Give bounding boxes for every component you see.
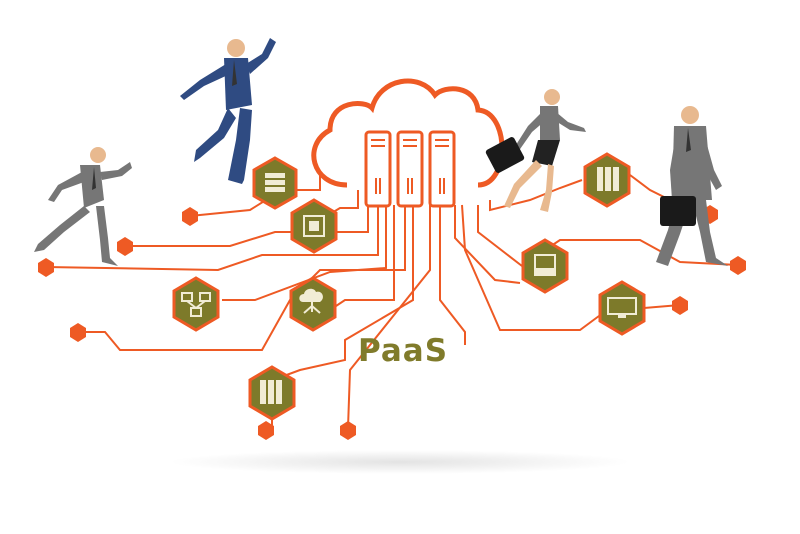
- cloud-drive-icon: [521, 238, 569, 294]
- walking-businessman: [656, 106, 728, 266]
- circuit-lines: [45, 174, 739, 431]
- running-businesswoman: [485, 89, 586, 212]
- storage-icon: [248, 365, 296, 421]
- server-rack-1: [364, 130, 392, 208]
- server-racks: [364, 130, 456, 208]
- jumping-businessman: [180, 38, 276, 184]
- monitor-cloud-icon: [598, 280, 646, 336]
- server-icon: [252, 156, 298, 210]
- network-icon: [172, 276, 220, 332]
- cloud-network-icon: [289, 276, 337, 332]
- server-rack-2: [396, 130, 424, 208]
- running-businessman: [34, 147, 132, 266]
- floor-shadow: [170, 450, 630, 474]
- server-rack-3: [428, 130, 456, 208]
- circuit-end-nodes: [38, 205, 746, 440]
- database-icon: [583, 152, 631, 208]
- chip-icon: [290, 198, 338, 254]
- paas-label: PaaS: [358, 333, 449, 369]
